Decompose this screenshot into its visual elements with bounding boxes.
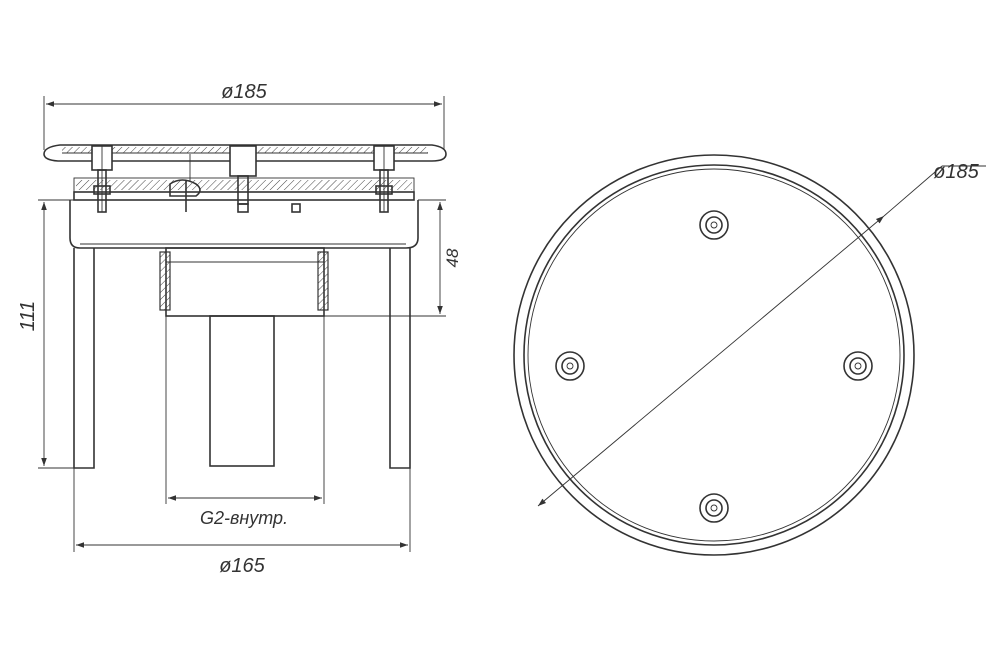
depth-dimension: 48 xyxy=(324,199,462,317)
center-post xyxy=(229,145,257,205)
plan-view: ø185 xyxy=(513,154,986,556)
bottom-diameter-label: ø165 xyxy=(219,555,265,577)
bolt-hole-left xyxy=(555,351,585,381)
bolt-hole-right xyxy=(843,351,873,381)
threaded-spigot xyxy=(159,247,329,317)
right-bolt xyxy=(373,145,395,213)
thread-label: G2-внутр. xyxy=(200,508,288,528)
lower-pipe xyxy=(209,315,275,467)
left-bolt xyxy=(91,145,113,213)
housing-bowl xyxy=(69,200,419,249)
height-label: 111 xyxy=(17,301,39,331)
plan-diameter-label: ø185 xyxy=(933,161,979,183)
outer-skirt xyxy=(73,248,411,469)
bolt-holes xyxy=(555,210,873,523)
plan-diameter-dimension: ø185 xyxy=(537,161,986,507)
small-screws xyxy=(169,154,301,213)
outer-rim xyxy=(513,154,915,556)
depth-label: 48 xyxy=(443,248,462,267)
gasket xyxy=(73,177,415,201)
height-dimension: 111 xyxy=(17,199,74,469)
top-diameter-dimension: ø185 xyxy=(43,81,445,150)
top-diameter-label: ø185 xyxy=(221,81,267,103)
side-view: ø185 xyxy=(17,81,462,577)
thread-dimension: G2-внутр. xyxy=(165,316,325,528)
inner-rim xyxy=(523,164,905,546)
bolt-hole-bottom xyxy=(699,493,729,523)
bolt-hole-top xyxy=(699,210,729,240)
bottom-diameter-dimension: ø165 xyxy=(73,468,411,577)
